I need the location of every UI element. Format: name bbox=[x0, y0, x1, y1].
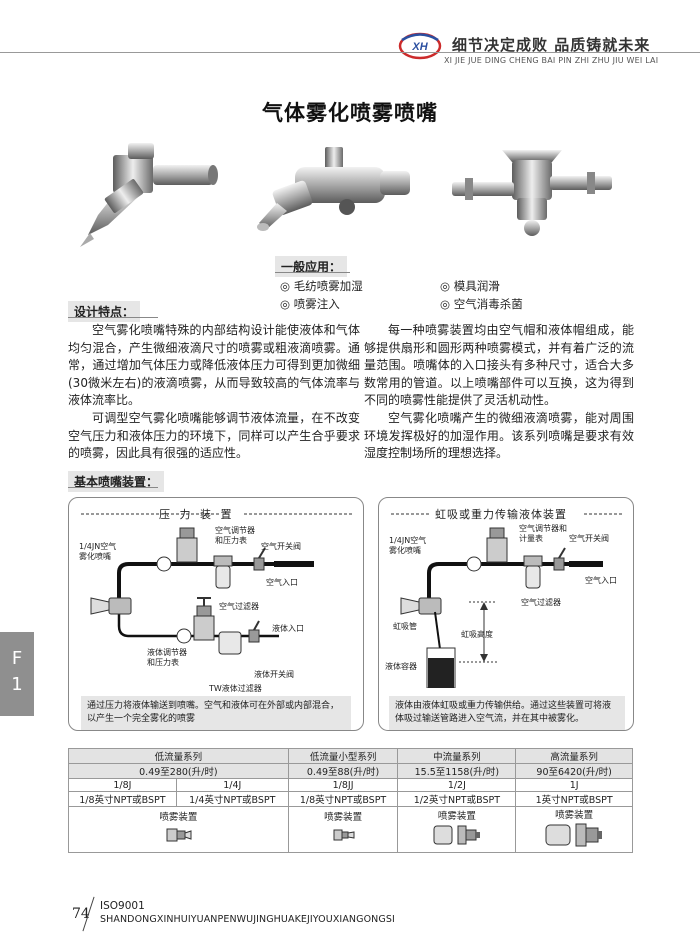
label-air-regulator: 空气调节器和压力表 bbox=[215, 526, 255, 545]
device-cell: 喷雾装置 bbox=[397, 806, 517, 853]
logo-text: XH bbox=[411, 41, 428, 53]
company-logo: XH bbox=[398, 32, 442, 60]
nozzle-drawing-mini bbox=[333, 829, 355, 841]
section-tab-number: 1 bbox=[11, 674, 23, 695]
application-item: ◎ 毛纺喷雾加湿 bbox=[280, 279, 363, 293]
model-cell: 1/4J bbox=[175, 778, 289, 792]
model-cell: 1J bbox=[515, 778, 633, 792]
nozzle-drawing-large bbox=[545, 823, 603, 847]
application-item: ◎ 喷雾注入 bbox=[280, 297, 340, 311]
section-tab: F 1 bbox=[0, 632, 34, 716]
basic-rule bbox=[68, 487, 158, 488]
label-air-inlet: 空气入口 bbox=[266, 578, 298, 587]
thread-cell: 1英寸NPT或BSPT bbox=[515, 791, 633, 807]
section-tab-letter: F bbox=[11, 648, 23, 669]
application-item: ◎ 模具润滑 bbox=[440, 279, 500, 293]
pressure-caption: 通过压力将液体输送到喷嘴。空气和液体可在外部或内部混合，以产生一个完全雾化的喷雾 bbox=[81, 696, 351, 730]
header-rule bbox=[0, 52, 700, 53]
pressure-schematic bbox=[81, 513, 353, 655]
siphon-schematic bbox=[391, 513, 623, 688]
thread-cell: 1/8英寸NPT或BSPT bbox=[68, 791, 177, 807]
footer-company: SHANDONGXINHUIYUANPENWUJINGHUAKEJIYOUXIA… bbox=[100, 914, 395, 925]
slogan: 细节决定成败 品质铸就未来 bbox=[452, 36, 651, 54]
series-cell: 低流量小型系列 bbox=[287, 748, 399, 764]
model-cell: 1/8JJ bbox=[287, 778, 399, 792]
label-tw-filter: TW液体过滤器 bbox=[209, 684, 262, 693]
siphon-caption: 液体由液体虹吸或重力传输供给。通过这些装置可将液体吸过输送管路进入空气流，并在其… bbox=[389, 696, 625, 730]
applications-label: 一般应用： bbox=[275, 256, 348, 277]
label-siphon-tube: 虹吸管 bbox=[393, 622, 417, 631]
diagram-title: 虹吸或重力传输液体装置 bbox=[435, 508, 567, 521]
feature-paragraph: 每一种喷雾装置均由空气帽和液体帽组成，能够提供扇形和圆形两种喷雾模式，并有着广泛… bbox=[364, 323, 634, 408]
model-cell: 1/8J bbox=[68, 778, 177, 792]
pressure-diagram: 压 力 装 置 空气调节器和压力表 空气开 bbox=[68, 497, 364, 731]
label-siphon-height: 虹吸高度 bbox=[461, 630, 493, 639]
label-air-inlet: 空气入口 bbox=[585, 576, 617, 585]
footer-iso: ISO9001 bbox=[100, 900, 145, 912]
flow-cell: 0.49至280(升/时) bbox=[68, 763, 289, 779]
thread-cell: 1/2英寸NPT或BSPT bbox=[397, 791, 517, 807]
feature-paragraph: 可调型空气雾化喷嘴能够调节液体流量，在不改变空气压力和液体压力的环境下，同样可以… bbox=[68, 410, 360, 461]
applications-rule bbox=[275, 272, 350, 273]
model-cell: 1/2J bbox=[397, 778, 517, 792]
product-image-1 bbox=[80, 143, 218, 247]
label-liquid-inlet: 液体入口 bbox=[272, 624, 304, 633]
page-title: 气体雾化喷雾喷嘴 bbox=[262, 101, 438, 125]
label-nozzle: 1/4JN空气雾化喷嘴 bbox=[389, 536, 427, 555]
label-nozzle: 1/4JN空气雾化喷嘴 bbox=[79, 542, 117, 561]
features-rule bbox=[68, 317, 158, 318]
label-air-filter: 空气过滤器 bbox=[521, 598, 561, 607]
features-label: 设计特点： bbox=[68, 301, 141, 322]
thread-cell: 1/4英寸NPT或BSPT bbox=[175, 791, 289, 807]
siphon-diagram: 虹吸或重力传输液体装置 空气调节器和计量表 空气开关阀 1/4JN空气雾化喷嘴 … bbox=[378, 497, 634, 731]
flow-cell: 0.49至88(升/时) bbox=[287, 763, 399, 779]
device-label: 喷雾装置 bbox=[437, 811, 476, 822]
device-cell: 喷雾装置 bbox=[287, 806, 399, 853]
application-item: ◎ 空气消毒杀菌 bbox=[440, 297, 523, 311]
device-label: 喷雾装置 bbox=[159, 812, 198, 823]
feature-paragraph: 空气雾化喷嘴产生的微细液滴喷雾，能对周围环境发挥极好的加湿作用。该系列喷嘴是要求… bbox=[364, 410, 634, 461]
nozzle-drawing-medium bbox=[433, 825, 480, 845]
device-label: 喷雾装置 bbox=[555, 810, 594, 821]
series-cell: 中流量系列 bbox=[397, 748, 517, 764]
device-cell: 喷雾装置 bbox=[68, 806, 289, 853]
series-cell: 高流量系列 bbox=[515, 748, 633, 764]
feature-paragraph: 空气雾化喷嘴特殊的内部结构设计能使液体和气体均匀混合，产生微细液滴尺寸的喷雾或粗… bbox=[68, 323, 360, 408]
nozzle-drawing-small bbox=[166, 828, 192, 842]
basic-label: 基本喷嘴装置： bbox=[68, 471, 165, 492]
flow-cell: 90至6420(升/时) bbox=[515, 763, 633, 779]
label-air-switch: 空气开关阀 bbox=[569, 534, 609, 543]
label-air-regulator: 空气调节器和计量表 bbox=[519, 524, 567, 543]
series-cell: 低流量系列 bbox=[68, 748, 289, 764]
thread-cell: 1/8英寸NPT或BSPT bbox=[287, 791, 399, 807]
label-air-filter: 空气过滤器 bbox=[219, 602, 259, 611]
label-liquid-container: 液体容器 bbox=[385, 662, 417, 671]
label-liquid-regulator: 液体调节器和压力表 bbox=[147, 648, 187, 667]
diagram-title: 压 力 装 置 bbox=[159, 508, 235, 521]
product-image-3 bbox=[452, 150, 612, 236]
spec-table: 低流量系列 低流量小型系列 中流量系列 高流量系列 0.49至280(升/时) … bbox=[68, 748, 633, 853]
label-liquid-switch: 液体开关阀 bbox=[254, 670, 294, 679]
product-image-2 bbox=[257, 147, 410, 231]
slogan-pinyin: XI JIE JUE DING CHENG BAI PIN ZHI ZHU JI… bbox=[444, 56, 659, 65]
label-air-switch: 空气开关阀 bbox=[261, 542, 301, 551]
device-cell: 喷雾装置 bbox=[515, 806, 633, 853]
features-left-text: 空气雾化喷嘴特殊的内部结构设计能使液体和气体均匀混合，产生微细液滴尺寸的喷雾或粗… bbox=[68, 322, 360, 463]
features-right-text: 每一种喷雾装置均由空气帽和液体帽组成，能够提供扇形和圆形两种喷雾模式，并有着广泛… bbox=[364, 322, 634, 463]
device-label: 喷雾装置 bbox=[324, 812, 363, 823]
flow-cell: 15.5至1158(升/时) bbox=[397, 763, 517, 779]
